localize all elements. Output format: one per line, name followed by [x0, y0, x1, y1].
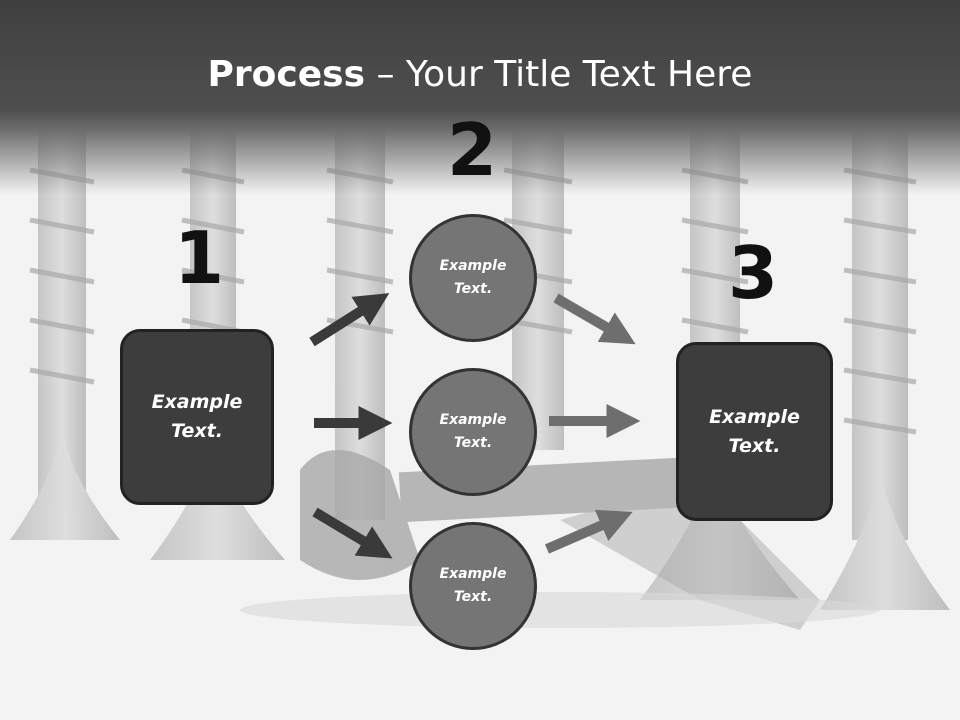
step-1-box: Example Text.: [120, 329, 274, 505]
step-2-circle-top: Example Text.: [409, 214, 537, 342]
step-2-circle-bottom: Example Text.: [409, 522, 537, 650]
slide-title: Process – Your Title Text Here: [0, 50, 960, 100]
slide-title-rest: – Your Title Text Here: [365, 54, 753, 95]
step-number-3: 3: [727, 231, 779, 315]
step-number-2: 2: [446, 108, 498, 192]
step-1-text: Example Text.: [151, 391, 243, 442]
step-2-circle-bottom-text: Example Text.: [439, 566, 507, 605]
step-2-circle-middle: Example Text.: [409, 368, 537, 496]
step-number-1: 1: [173, 216, 225, 300]
step-3-box: Example Text.: [676, 342, 833, 521]
slide-title-bold: Process: [207, 54, 366, 95]
step-2-circle-middle-text: Example Text.: [439, 412, 507, 451]
title-band: [0, 0, 960, 200]
step-3-text: Example Text.: [709, 405, 800, 457]
step-2-circle-top-text: Example Text.: [439, 258, 507, 297]
